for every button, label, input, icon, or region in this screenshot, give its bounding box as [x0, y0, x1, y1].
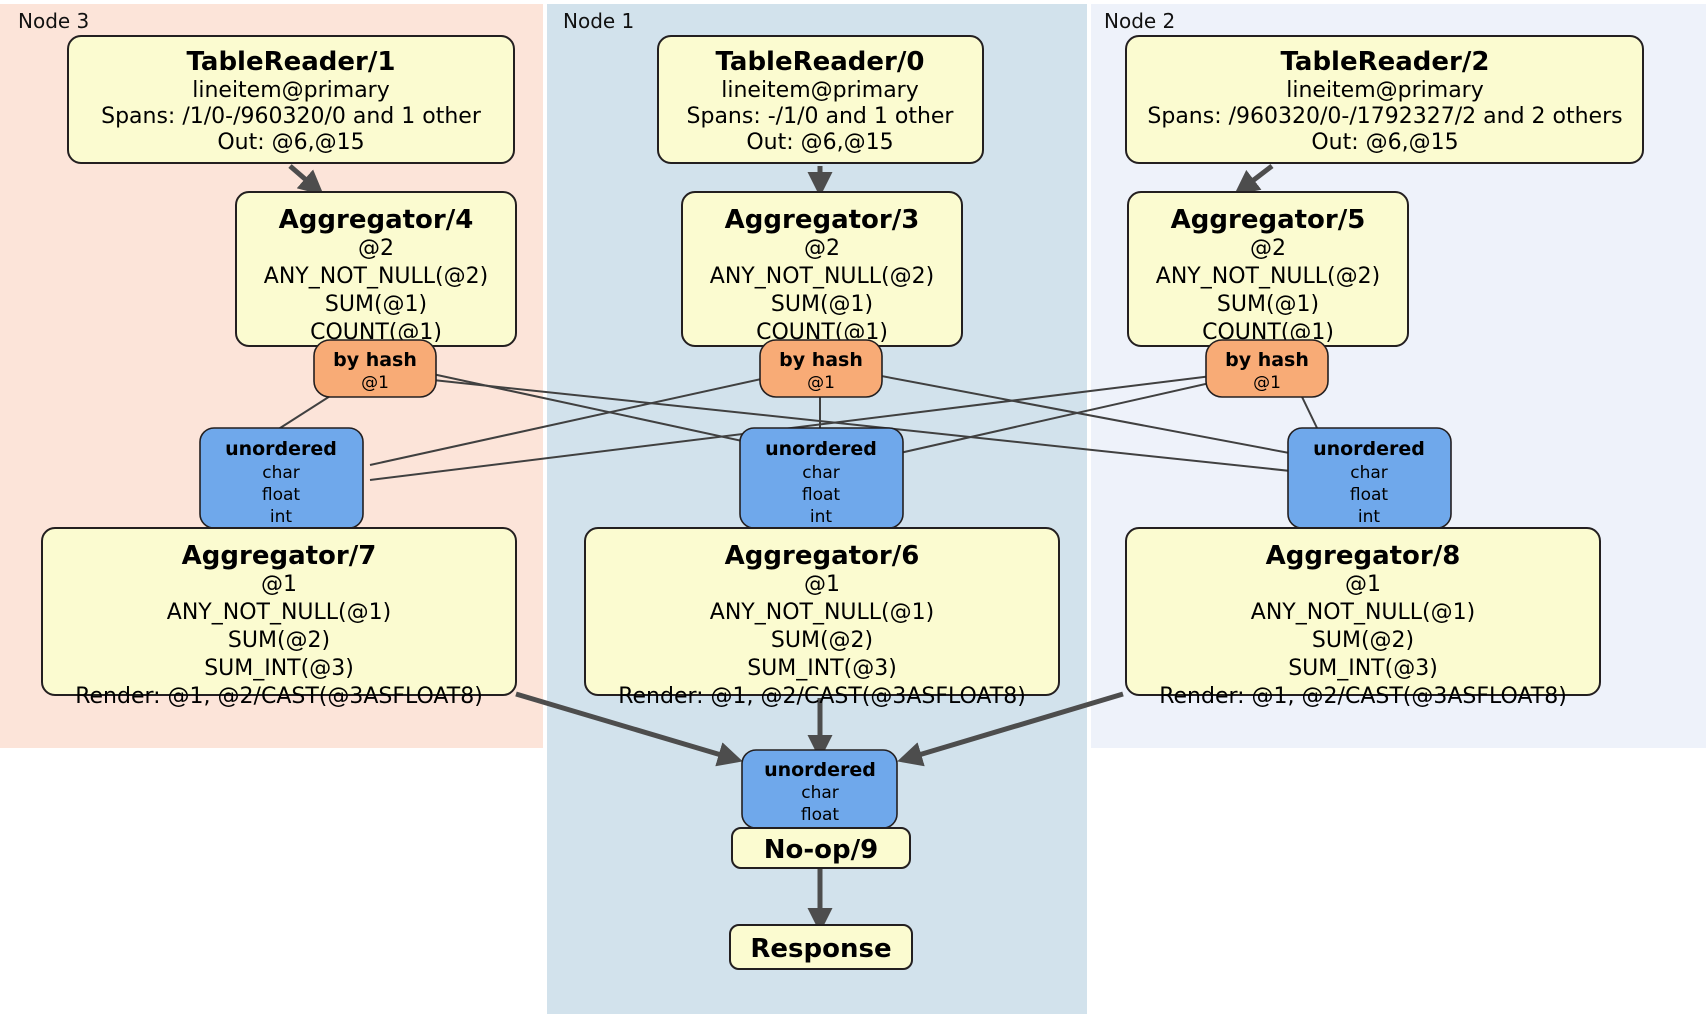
processor-line: SUM(@2): [1312, 628, 1414, 653]
processor-title: TableReader/1: [187, 47, 396, 77]
processor-line: SUM(@1): [1217, 292, 1319, 317]
processor-line: SUM_INT(@3): [747, 656, 897, 681]
processor-aggregator4[interactable]: Aggregator/4 @2 ANY_NOT_NULL(@2) SUM(@1)…: [235, 191, 517, 347]
processor-title: Aggregator/7: [182, 541, 377, 571]
router-line: int: [810, 507, 832, 527]
processor-line: @2: [804, 236, 840, 261]
processor-line: SUM(@2): [228, 628, 330, 653]
router-line: float: [262, 485, 301, 505]
router-title: by hash: [1225, 349, 1309, 371]
processor-line: ANY_NOT_NULL(@1): [710, 600, 934, 625]
processor-title: Aggregator/4: [279, 205, 474, 235]
processor-line: lineitem@primary: [1286, 78, 1484, 103]
router-line: int: [1358, 507, 1380, 527]
processor-line: SUM(@2): [771, 628, 873, 653]
processor-line: @1: [261, 572, 297, 597]
processor-line: @2: [358, 236, 394, 261]
processor-line: Out: @6,@15: [217, 130, 364, 155]
panel-node2-label: Node 2: [1104, 9, 1175, 33]
processor-line: Spans: -/1/0 and 1 other: [687, 104, 955, 129]
processor-line: lineitem@primary: [721, 78, 919, 103]
processor-line: SUM_INT(@3): [204, 656, 354, 681]
processor-line: Render: @1, @2/CAST(@3ASFLOAT8): [1159, 684, 1567, 709]
router-line: @1: [361, 373, 389, 393]
router-hash-right[interactable]: by hash @1: [1205, 339, 1329, 398]
processor-tablereader0[interactable]: TableReader/0 lineitem@primary Spans: -/…: [657, 35, 984, 164]
router-line: @1: [1253, 373, 1281, 393]
processor-title: No-op/9: [764, 835, 878, 865]
aggregator-to-final-edges: [515, 691, 1124, 767]
router-title: unordered: [765, 438, 877, 460]
router-title: unordered: [1313, 438, 1425, 460]
processor-title: Aggregator/6: [725, 541, 920, 571]
router-line: float: [801, 805, 840, 825]
hash-to-sync-edges: [276, 367, 1319, 481]
router-title: by hash: [333, 349, 417, 371]
router-line: int: [270, 507, 292, 527]
router-line: float: [1350, 485, 1389, 505]
processor-title: TableReader/2: [1281, 47, 1490, 77]
router-title: by hash: [779, 349, 863, 371]
router-line: char: [1350, 463, 1388, 483]
processor-tablereader1[interactable]: TableReader/1 lineitem@primary Spans: /1…: [67, 35, 515, 164]
processor-tablereader2[interactable]: TableReader/2 lineitem@primary Spans: /9…: [1125, 35, 1644, 164]
router-hash-center[interactable]: by hash @1: [759, 339, 883, 398]
router-sync-center[interactable]: unordered char float int: [739, 427, 904, 529]
processor-aggregator6[interactable]: Aggregator/6 @1 ANY_NOT_NULL(@1) SUM(@2)…: [584, 527, 1060, 709]
processor-title: Aggregator/5: [1171, 205, 1366, 235]
processor-line: @2: [1250, 236, 1286, 261]
processor-aggregator3[interactable]: Aggregator/3 @2 ANY_NOT_NULL(@2) SUM(@1)…: [681, 191, 963, 347]
processor-title: Aggregator/3: [725, 205, 920, 235]
processor-line: Spans: /960320/0-/1792327/2 and 2 others: [1147, 104, 1622, 129]
processor-line: ANY_NOT_NULL(@2): [264, 264, 488, 289]
processor-line: Out: @6,@15: [1311, 130, 1458, 155]
panel-node3-label: Node 3: [18, 9, 89, 33]
router-sync-left[interactable]: unordered char float int: [199, 427, 364, 529]
router-line: float: [802, 485, 841, 505]
processor-line: ANY_NOT_NULL(@1): [1251, 600, 1475, 625]
processor-response[interactable]: Response: [729, 924, 913, 970]
router-sync-right[interactable]: unordered char float int: [1287, 427, 1452, 529]
processor-aggregator7[interactable]: Aggregator/7 @1 ANY_NOT_NULL(@1) SUM(@2)…: [41, 527, 517, 709]
processor-line: @1: [804, 572, 840, 597]
processor-line: ANY_NOT_NULL(@1): [167, 600, 391, 625]
processor-line: SUM(@1): [771, 292, 873, 317]
processor-line: Out: @6,@15: [746, 130, 893, 155]
processor-line: lineitem@primary: [192, 78, 390, 103]
router-line: @1: [807, 373, 835, 393]
processor-title: Aggregator/8: [1266, 541, 1461, 571]
processor-line: SUM_INT(@3): [1288, 656, 1438, 681]
router-line: char: [262, 463, 300, 483]
processor-line: Render: @1, @2/CAST(@3ASFLOAT8): [618, 684, 1026, 709]
processor-title: TableReader/0: [716, 47, 925, 77]
router-line: char: [802, 463, 840, 483]
router-line: char: [801, 783, 839, 803]
panel-node1-label: Node 1: [563, 9, 634, 33]
router-sync-final[interactable]: unordered char float: [741, 749, 898, 829]
processor-line: ANY_NOT_NULL(@2): [710, 264, 934, 289]
processor-line: ANY_NOT_NULL(@2): [1156, 264, 1380, 289]
router-title: unordered: [225, 438, 337, 460]
router-hash-left[interactable]: by hash @1: [313, 339, 437, 398]
reader-to-aggregator-edges: [288, 164, 1274, 197]
processor-line: @1: [1345, 572, 1381, 597]
processor-aggregator8[interactable]: Aggregator/8 @1 ANY_NOT_NULL(@1) SUM(@2)…: [1125, 527, 1601, 709]
processor-noop9[interactable]: No-op/9: [731, 827, 911, 869]
processor-line: SUM(@1): [325, 292, 427, 317]
processor-title: Response: [750, 934, 891, 964]
router-title: unordered: [764, 759, 876, 781]
processor-line: Render: @1, @2/CAST(@3ASFLOAT8): [75, 684, 483, 709]
processor-line: Spans: /1/0-/960320/0 and 1 other: [101, 104, 482, 129]
processor-aggregator5[interactable]: Aggregator/5 @2 ANY_NOT_NULL(@2) SUM(@1)…: [1127, 191, 1409, 347]
